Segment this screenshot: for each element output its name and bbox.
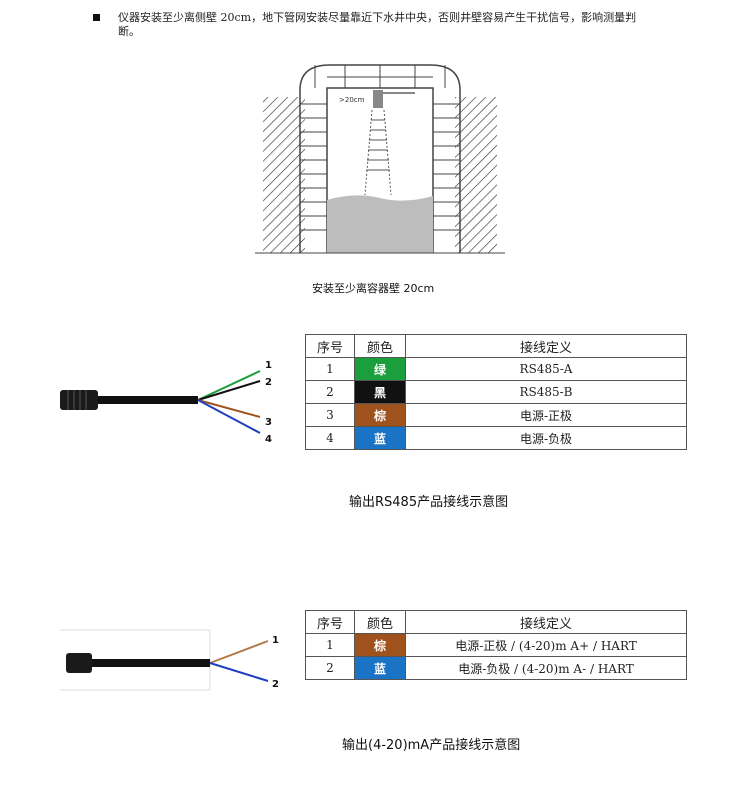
wire-definition: RS485-B bbox=[405, 380, 687, 404]
wire-label-2: 2 bbox=[272, 679, 279, 690]
wire-blue bbox=[209, 662, 269, 682]
wire-brown bbox=[197, 399, 261, 418]
wire-label-4: 4 bbox=[265, 434, 272, 445]
row-number: 1 bbox=[305, 633, 355, 657]
bullet-marker bbox=[93, 14, 100, 21]
well-figure-caption: 安装至少离容器壁 20cm bbox=[312, 282, 435, 295]
row-number: 2 bbox=[305, 380, 355, 404]
sensor-body bbox=[373, 90, 383, 108]
row-number: 2 bbox=[305, 656, 355, 680]
header-definition: 接线定义 bbox=[405, 334, 687, 358]
connector-plug bbox=[60, 390, 98, 410]
wire-color-swatch: 蓝 bbox=[354, 426, 406, 450]
ground-hatch-left bbox=[263, 97, 305, 253]
cable bbox=[98, 396, 198, 404]
wire-definition: 电源-负极 / (4-20)m A- / HART bbox=[405, 656, 687, 680]
wire-color-swatch: 绿 bbox=[354, 357, 406, 381]
header-color: 颜色 bbox=[354, 334, 406, 358]
water-area bbox=[327, 195, 433, 253]
cable bbox=[92, 659, 210, 667]
row-number: 1 bbox=[305, 357, 355, 381]
table-header-row: 序号 颜色 接线定义 bbox=[305, 334, 687, 358]
wire-definition: 电源-正极 bbox=[405, 403, 687, 427]
row-number: 4 bbox=[305, 426, 355, 450]
wire-color-swatch: 黑 bbox=[354, 380, 406, 404]
rs485-cable-drawing: 1 2 3 4 bbox=[60, 360, 272, 445]
wire-color-swatch: 棕 bbox=[354, 403, 406, 427]
connector-plug bbox=[66, 653, 92, 673]
header-no: 序号 bbox=[305, 334, 355, 358]
wire-color-swatch: 棕 bbox=[354, 633, 406, 657]
header-no: 序号 bbox=[305, 610, 355, 634]
wire-blue bbox=[197, 399, 261, 434]
wire-definition: RS485-A bbox=[405, 357, 687, 381]
table-header-row: 序号 颜色 接线定义 bbox=[305, 610, 687, 634]
rs485-diagram-title: 输出RS485产品接线示意图 bbox=[349, 495, 509, 510]
installation-note: 仪器安装至少离侧壁 20cm，地下管网安装尽量靠近下水井中央，否则井壁容易产生干… bbox=[118, 11, 637, 38]
wire-definition: 电源-负极 bbox=[405, 426, 687, 450]
wire-label-1: 1 bbox=[272, 635, 279, 646]
wire-color-swatch: 蓝 bbox=[354, 656, 406, 680]
ma420-cable-drawing: 1 2 bbox=[60, 629, 279, 691]
header-color: 颜色 bbox=[354, 610, 406, 634]
header-definition: 接线定义 bbox=[405, 610, 687, 634]
ground-hatch-right bbox=[455, 97, 497, 253]
well-installation-figure: >20cm bbox=[255, 64, 505, 254]
wire-label-2: 2 bbox=[265, 377, 272, 388]
row-number: 3 bbox=[305, 403, 355, 427]
wire-definition: 电源-正极 / (4-20)m A+ / HART bbox=[405, 633, 687, 657]
wire-label-3: 3 bbox=[265, 417, 272, 428]
wire-black bbox=[197, 380, 261, 401]
ma420-diagram-title: 输出(4-20)mA产品接线示意图 bbox=[342, 738, 521, 753]
wire-label-1: 1 bbox=[265, 360, 272, 371]
distance-marker-label: >20cm bbox=[339, 96, 365, 104]
wire-brown bbox=[209, 640, 269, 664]
wire-green bbox=[197, 370, 261, 401]
